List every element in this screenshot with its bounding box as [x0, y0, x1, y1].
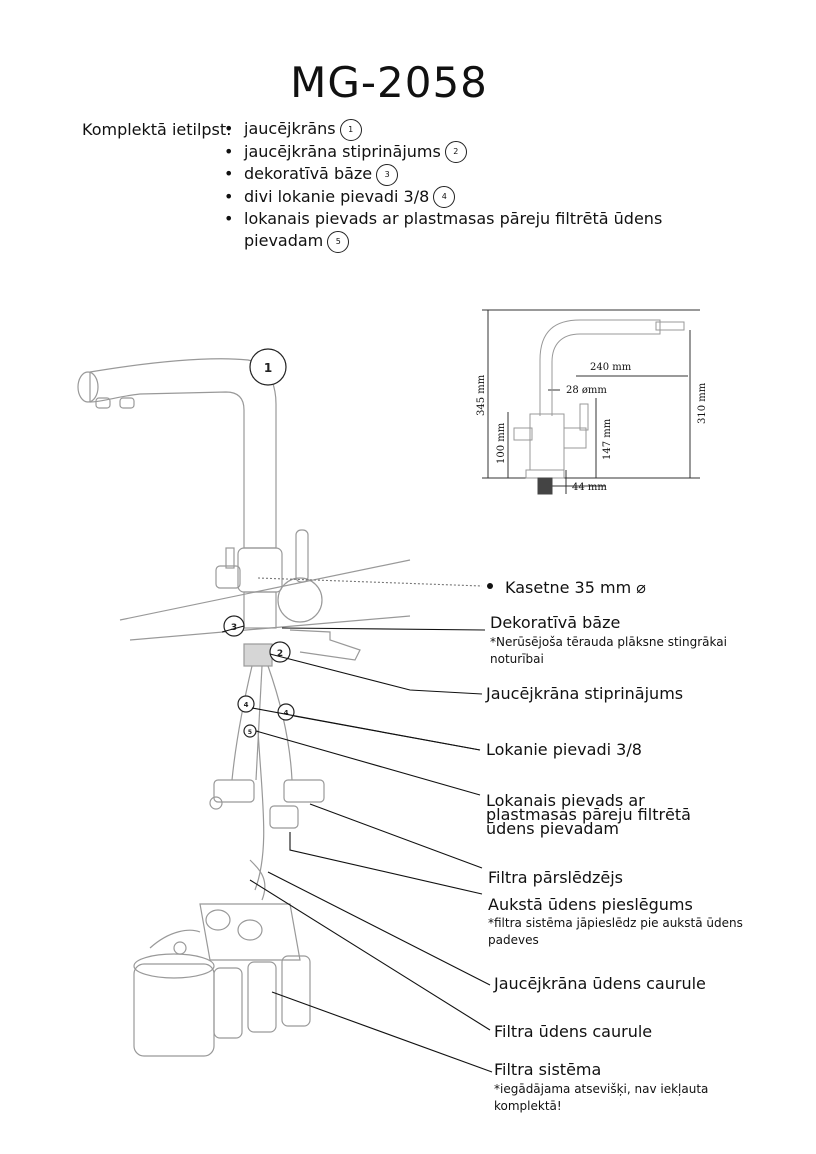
- callout-number-4b: 4: [284, 709, 289, 717]
- callout-number-2: 2: [277, 649, 283, 659]
- dim-44: 44 mm: [572, 482, 607, 493]
- kit-item-text: jaucējkrāna stiprinājums: [244, 141, 441, 161]
- kit-item-text: lokanais pievads ar plastmasas pāreju fi…: [244, 209, 663, 250]
- label-cold: Aukstā ūdens pieslēgums: [488, 895, 693, 914]
- label-switch: Filtra pārslēdzējs: [488, 868, 624, 887]
- kit-item-text: dekoratīvā bāze: [244, 164, 373, 183]
- label-system: Filtra sistēma: [494, 1060, 602, 1079]
- note-system: *iegādājama atsevišķi, nav iekļauta komp…: [494, 1082, 709, 1113]
- kit-item-text: jaucējkrāns: [244, 119, 336, 138]
- callout-circles: [223, 348, 295, 738]
- dim-147: 147 mm: [602, 418, 613, 460]
- callout-circle-2: [269, 641, 291, 663]
- kit-item-number: 5: [327, 230, 350, 253]
- kasetne-bullet: [487, 583, 493, 589]
- callout-circle-4a: [237, 695, 255, 713]
- callout-circle-1: [249, 348, 287, 386]
- kit-item: lokanais pievads ar plastmasas pāreju fi…: [220, 208, 674, 253]
- dim-310: 310 mm: [697, 382, 708, 424]
- dim-345: 345 mm: [476, 374, 487, 416]
- label-filtered-hose: Lokanais pievads ar plastmasas pāreju fi…: [486, 791, 691, 838]
- dimension-diagram: [482, 309, 700, 495]
- dim-240: 240 mm: [590, 362, 632, 373]
- kit-intro: Komplektā ietilpst:: [82, 120, 232, 139]
- kit-item: divi lokanie pievadi 3/84: [220, 186, 674, 208]
- note-base: *Nerūsējoša tērauda plāksne stingrākai n…: [490, 635, 727, 666]
- label-filter-pipe: Filtra ūdens caurule: [494, 1022, 653, 1041]
- faucet-illustration: [77, 358, 411, 1057]
- label-hoses: Lokanie pievadi 3/8: [486, 740, 642, 759]
- label-kasetne: Kasetne 35 mm ⌀: [505, 578, 646, 597]
- dimension-labels: 240 mm 28 ømm 44 mm 345 mm 310 mm 100 mm…: [476, 362, 708, 493]
- dim-28: 28 ømm: [566, 385, 607, 396]
- callout-number-5: 5: [248, 729, 252, 736]
- callout-number-3: 3: [231, 623, 237, 633]
- page-title: MG-2058: [290, 58, 488, 107]
- leader-lines: [221, 577, 493, 1073]
- kit-item-text: divi lokanie pievadi 3/8: [244, 186, 430, 206]
- note-cold: *filtra sistēma jāpieslēdz pie aukstā ūd…: [488, 916, 743, 947]
- callout-number-4a: 4: [244, 701, 249, 709]
- callout-circle-4b: [277, 703, 295, 721]
- label-mixer-pipe: Jaucējkrāna ūdens caurule: [494, 974, 706, 993]
- callout-number-1: 1: [264, 361, 272, 375]
- dim-100: 100 mm: [496, 422, 507, 464]
- label-base: Dekoratīvā bāze: [490, 613, 621, 632]
- label-mount: Jaucējkrāna stiprinājums: [486, 684, 684, 703]
